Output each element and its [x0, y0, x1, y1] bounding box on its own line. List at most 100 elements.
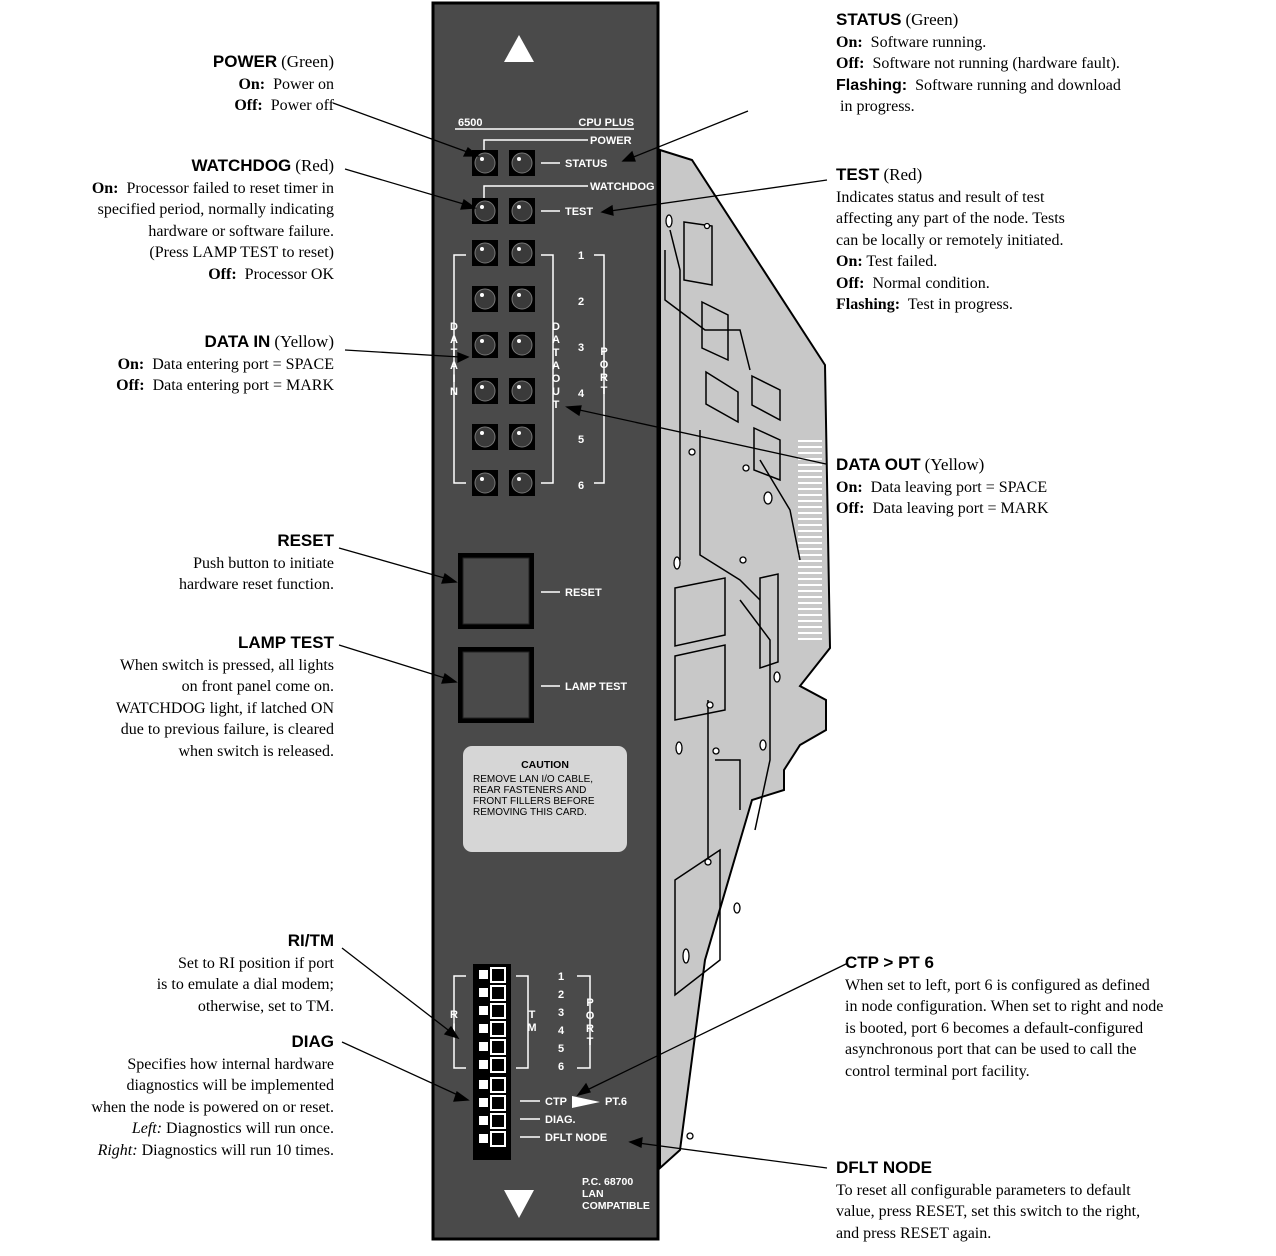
- svg-text:U: U: [552, 386, 560, 398]
- svg-text:O: O: [552, 373, 561, 385]
- callout-line: When switch is pressed, all lights: [119, 656, 334, 674]
- flashing-label: Flashing:: [836, 76, 908, 94]
- right-text: Diagnostics will run 10 times.: [141, 1141, 334, 1159]
- off-label: Off:: [208, 265, 237, 283]
- flashing-text: Test in progress.: [907, 296, 1013, 313]
- power-label: POWER: [590, 135, 632, 147]
- off-text: Data leaving port = MARK: [872, 500, 1049, 517]
- callout-color: (Red): [883, 165, 923, 184]
- svg-text:T: T: [553, 347, 560, 359]
- callout-line: value, press RESET, set this switch to t…: [836, 1203, 1141, 1220]
- power-callout: POWER (Green) On: Power on Off: Power of…: [213, 51, 334, 117]
- svg-text:A: A: [552, 360, 560, 372]
- callout-heading: DFLT NODE: [836, 1158, 933, 1177]
- callout-heading: RESET: [277, 531, 334, 550]
- callout-line: Set to RI position if port: [178, 954, 334, 972]
- on-text: Processor failed to reset timer in: [126, 179, 335, 197]
- svg-text:R: R: [600, 372, 608, 384]
- lamp-test-label: LAMP TEST: [565, 681, 627, 693]
- callout-heading: RI/TM: [287, 931, 334, 950]
- off-label: Off:: [836, 500, 865, 517]
- callout-heading: STATUS: [836, 10, 902, 29]
- callout-line: control terminal port facility.: [845, 1062, 1030, 1080]
- diag-callout: DIAG Specifies how internal hardware dia…: [91, 1031, 334, 1161]
- led-grid: [472, 150, 535, 496]
- reset-callout: RESET Push button to initiate hardware r…: [179, 530, 334, 596]
- callout-line: is booted, port 6 becomes a default-conf…: [845, 1019, 1144, 1037]
- left-text: Diagnostics will run once.: [166, 1120, 334, 1137]
- pt6-label: PT.6: [605, 1096, 627, 1108]
- off-label: Off:: [836, 55, 865, 72]
- reset-button[interactable]: [458, 553, 534, 629]
- top-ejector-arrow: [504, 35, 534, 62]
- svg-text:6: 6: [558, 1061, 564, 1073]
- data-in-callout: DATA IN (Yellow) On: Data entering port …: [116, 331, 334, 397]
- right-label: Right:: [97, 1141, 138, 1159]
- ctp-callout: CTP > PT 6 When set to left, port 6 is c…: [845, 952, 1163, 1082]
- svg-text:R: R: [450, 1009, 458, 1021]
- ri-vertical-label: R I: [450, 1009, 458, 1034]
- caution-title: CAUTION: [521, 759, 569, 771]
- on-label: On:: [117, 355, 145, 373]
- callout-line: specified period, normally indicating: [97, 201, 334, 218]
- svg-text:LAN: LAN: [582, 1188, 604, 1200]
- callout-line: due to previous failure, is cleared: [120, 721, 334, 738]
- board-traces: [664, 221, 801, 997]
- callout-line: and press RESET again.: [836, 1224, 992, 1242]
- off-text: Processor OK: [244, 265, 334, 283]
- leader-lines: [332, 102, 849, 1169]
- svg-text:T: T: [451, 347, 458, 359]
- data-in-vertical-label: D A T A I N: [450, 321, 458, 398]
- test-led: [509, 198, 535, 224]
- circuit-board: [659, 148, 832, 1171]
- on-text: Test failed.: [866, 253, 938, 270]
- caution-line: REMOVING THIS CARD.: [473, 807, 587, 818]
- pc-label: P.C. 68700 LAN COMPATIBLE: [582, 1176, 650, 1212]
- callout-heading: TEST: [836, 165, 880, 184]
- svg-text:I: I: [452, 1022, 455, 1034]
- port-vertical-label: P O R T: [600, 346, 609, 397]
- dflt-node-callout: DFLT NODE To reset all configurable para…: [836, 1157, 1140, 1244]
- watchdog-led: [472, 198, 498, 224]
- svg-text:2: 2: [578, 296, 584, 308]
- svg-text:2: 2: [558, 989, 564, 1001]
- callout-line: can be locally or remotely initiated.: [836, 231, 1064, 249]
- callout-color: (Red): [295, 156, 334, 175]
- svg-text:M: M: [527, 1022, 536, 1034]
- ctp-arrow-icon: [572, 1096, 600, 1108]
- svg-text:6: 6: [578, 480, 584, 492]
- watchdog-callout: WATCHDOG (Red) On: Processor failed to r…: [92, 155, 334, 285]
- svg-text:4: 4: [578, 388, 585, 400]
- callout-color: (Green): [905, 10, 959, 29]
- off-label: Off:: [836, 274, 865, 292]
- callout-line: when the node is powered on or reset.: [91, 1098, 334, 1116]
- callout-line: To reset all configurable parameters to …: [836, 1181, 1131, 1199]
- svg-text:4: 4: [558, 1025, 565, 1037]
- on-text: Data entering port = SPACE: [152, 355, 334, 373]
- switch-port-vertical-label: P O R T: [586, 997, 595, 1048]
- edge-connector: [798, 440, 822, 640]
- status-callout: STATUS (Green) On: Software running. Off…: [836, 9, 1121, 118]
- svg-text:O: O: [600, 359, 609, 371]
- svg-text:T: T: [587, 1036, 594, 1048]
- svg-text:5: 5: [558, 1043, 564, 1055]
- callout-heading: DIAG: [291, 1032, 335, 1051]
- on-text: Software running.: [870, 33, 987, 51]
- flashing-label: Flashing:: [836, 296, 901, 313]
- callout-line: otherwise, set to TM.: [197, 997, 334, 1015]
- callout-line: When set to left, port 6 is configured a…: [845, 976, 1150, 994]
- callout-line: Indicates status and result of test: [836, 188, 1045, 206]
- on-label: On:: [238, 75, 266, 93]
- svg-text:5: 5: [578, 434, 584, 446]
- off-text: Power off: [270, 97, 334, 114]
- caution-line: REMOVE LAN I/O CABLE,: [473, 774, 594, 785]
- lamp-test-button[interactable]: [458, 647, 534, 723]
- on-label: On:: [836, 33, 863, 51]
- test-callout: TEST (Red) Indicates status and result o…: [836, 164, 1065, 316]
- svg-text:D: D: [450, 321, 458, 333]
- test-label: TEST: [565, 206, 593, 218]
- callout-line: on front panel come on.: [181, 678, 334, 695]
- status-label: STATUS: [565, 158, 607, 170]
- off-label: Off:: [234, 97, 263, 114]
- data-out-callout: DATA OUT (Yellow) On: Data leaving port …: [836, 454, 1049, 520]
